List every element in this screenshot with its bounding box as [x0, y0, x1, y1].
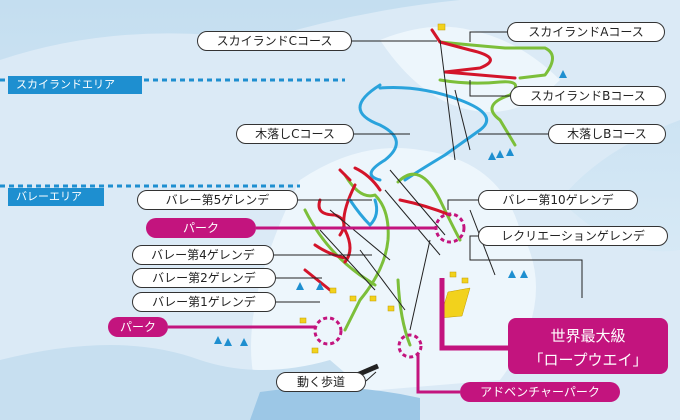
- tree-icon: [240, 338, 248, 346]
- course-label-skyland-a: スカイランドAコース: [507, 22, 665, 42]
- park-label-upper: パーク: [146, 218, 256, 238]
- lodge-icon: [299, 317, 307, 324]
- route-valley-red-3: [313, 243, 347, 260]
- park-label-lower: パーク: [108, 317, 168, 337]
- label-leaders: [274, 31, 583, 382]
- park-label-adventure: アドベンチャーパーク: [460, 382, 620, 402]
- tree-icon: [496, 150, 504, 158]
- lodge-icon: [461, 277, 469, 284]
- lodge-icon: [311, 347, 319, 354]
- route-kootoshi-c: [358, 83, 398, 182]
- lift-lines: [319, 39, 496, 331]
- course-label-kootoshi-b: 木落しBコース: [548, 124, 666, 144]
- area-label-skyland: スカイランドエリア: [8, 76, 142, 94]
- leader-valley-10: [447, 199, 478, 210]
- course-label-recreation: レクリエーションゲレンデ: [478, 226, 668, 246]
- adventure-park-zone: [397, 333, 423, 359]
- route-skyland-green: [438, 78, 518, 147]
- facility-icons: [299, 23, 471, 354]
- route-valley-green-left: [303, 208, 377, 287]
- ropeway-title: 世界最大級: [550, 327, 626, 345]
- ropeway-pointer: [439, 278, 508, 351]
- route-valley-red-5: [303, 268, 332, 292]
- tree-icon: [520, 270, 528, 278]
- course-label-valley-10: バレー第10ゲレンデ: [478, 190, 638, 210]
- course-label-valley-4: バレー第4ゲレンデ: [132, 245, 274, 265]
- course-label-valley-1: バレー第1ゲレンデ: [132, 292, 276, 312]
- lodge-icon: [369, 295, 377, 302]
- park-markers: [168, 212, 508, 394]
- lift-line: [389, 169, 446, 236]
- lodge-icon: [349, 295, 357, 302]
- tree-icon: [224, 338, 232, 346]
- course-routes: [303, 28, 554, 347]
- ropeway-subtitle: 「ロープウエイ」: [528, 351, 648, 369]
- tree-icon: [506, 148, 514, 156]
- park-lower-zone: [313, 316, 343, 346]
- leader-skyland-b: [469, 80, 510, 97]
- adventure-park-pointer: [416, 354, 460, 394]
- tree-icon: [296, 282, 304, 290]
- lift-line: [439, 39, 456, 161]
- tree-icon: [488, 152, 496, 160]
- lodge-icon: [387, 305, 395, 312]
- tree-icon: [508, 270, 516, 278]
- lodge-icon: [329, 287, 337, 294]
- tree-icons: [214, 70, 567, 346]
- course-label-valley-2: バレー第2ゲレンデ: [132, 268, 276, 288]
- lift-line: [319, 229, 376, 291]
- lift-line: [384, 189, 441, 256]
- leader-skyland-a: [469, 31, 507, 42]
- ropeway-callout: 世界最大級 「ロープウエイ」: [508, 318, 668, 374]
- course-label-valley-5: バレー第5ゲレンデ: [137, 190, 298, 210]
- route-valley-green-center: [343, 173, 390, 332]
- lodge-icon: [449, 271, 457, 278]
- tree-icon: [316, 282, 324, 290]
- route-valley-red-4: [353, 166, 452, 217]
- leader-walkway: [365, 371, 377, 382]
- lift-line: [409, 239, 431, 331]
- route-valley-10: [396, 172, 462, 242]
- course-label-skyland-b: スカイランドBコース: [510, 86, 666, 106]
- lift-line: [359, 249, 406, 311]
- route-skyland-a: [438, 40, 554, 80]
- tree-icon: [214, 336, 222, 344]
- route-skyland-red: [430, 28, 517, 80]
- course-label-kootoshi-c: 木落しCコース: [236, 124, 354, 144]
- route-kootoshi-b: [378, 86, 489, 182]
- route-valley-green-lower: [396, 278, 412, 347]
- route-valley-blue: [348, 198, 379, 227]
- route-valley-red-1: [338, 168, 357, 264]
- walkway-label: 動く歩道: [276, 372, 366, 392]
- lift-line: [329, 209, 391, 261]
- course-label-skyland-c: スカイランドCコース: [197, 31, 352, 51]
- tree-icon: [559, 70, 567, 78]
- area-label-valley: バレーエリア: [8, 188, 104, 206]
- summit-station-icon: [437, 23, 446, 31]
- leader-recreation: [469, 235, 583, 298]
- lift-line: [454, 89, 471, 151]
